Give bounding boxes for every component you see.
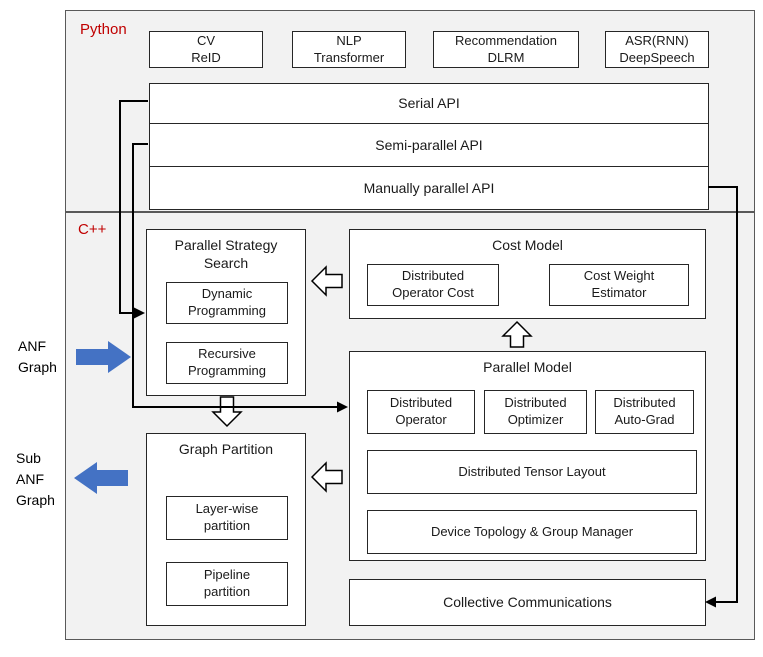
manually-parallel-api-bar: Manually parallel API [149,166,709,210]
distributed-optimizer-box: Distributed Optimizer [484,390,587,434]
anf-graph-label: ANF Graph [18,338,57,375]
sub-anf-graph-label: Sub ANF Graph [16,450,55,508]
cost-model-title: Cost Model [492,237,563,253]
app-box-asr: ASR(RNN) DeepSpeech [605,31,709,68]
distributed-tensor-layout-bar: Distributed Tensor Layout [367,450,697,494]
distributed-operator-cost-box: Distributed Operator Cost [367,264,499,306]
parallel-strategy-search-title: Parallel Strategy Search [174,237,278,271]
layer-wise-partition-box: Layer-wise partition [166,496,288,540]
graph-partition-title: Graph Partition [178,441,274,457]
distributed-auto-grad-box: Distributed Auto-Grad [595,390,694,434]
graph-partition-box: Graph Partition Layer-wise partition Pip… [146,433,306,626]
parallel-strategy-search-box: Parallel Strategy Search Dynamic Program… [146,229,306,396]
cost-model-box: Cost Model Distributed Operator Cost Cos… [349,229,706,319]
app-box-nlp: NLP Transformer [292,31,406,68]
dynamic-programming-box: Dynamic Programming [166,282,288,324]
parallel-model-title: Parallel Model [483,359,572,375]
cost-weight-estimator-box: Cost Weight Estimator [549,264,689,306]
cpp-section: C++ Parallel Strategy Search Dynamic Pro… [65,212,755,640]
serial-api-bar: Serial API [149,83,709,124]
distributed-operator-box: Distributed Operator [367,390,475,434]
device-topology-group-manager-bar: Device Topology & Group Manager [367,510,697,554]
parallel-model-box: Parallel Model Distributed Operator Dist… [349,351,706,561]
semi-parallel-api-bar: Semi-parallel API [149,123,709,167]
python-label: Python [80,21,127,38]
pipeline-partition-box: Pipeline partition [166,562,288,606]
collective-communications-bar: Collective Communications [349,579,706,626]
recursive-programming-box: Recursive Programming [166,342,288,384]
app-box-recommendation: Recommendation DLRM [433,31,579,68]
app-box-cv: CV ReID [149,31,263,68]
cpp-label: C++ [78,221,107,238]
python-section: Python CV ReID NLP Transformer Recommend… [65,10,755,212]
